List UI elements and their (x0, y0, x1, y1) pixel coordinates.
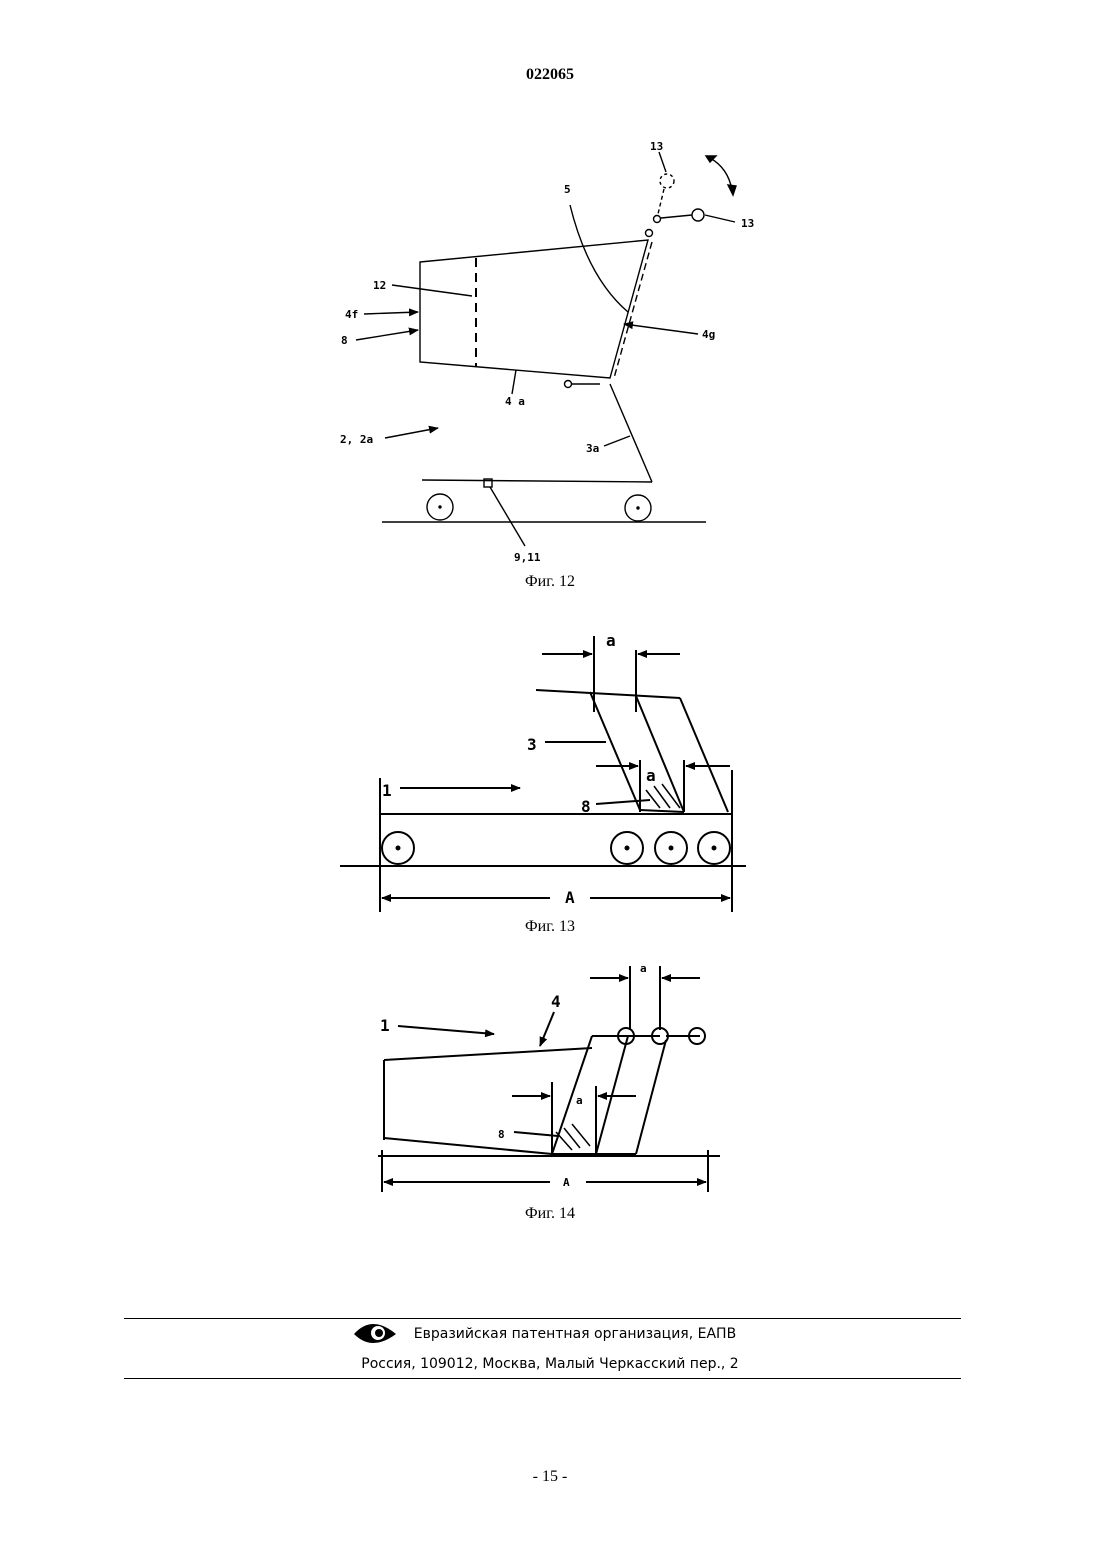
footer-top-rule (124, 1318, 961, 1319)
figure-14-caption: Фиг. 14 (450, 1205, 650, 1223)
fig13-label-a-top: a (606, 631, 616, 650)
footer-org-name: Евразийская патентная организация, ЕАПВ (0, 1326, 1100, 1342)
fig12-label-12: 12 (373, 279, 386, 292)
fig14-label-4: 4 (551, 992, 561, 1011)
fig13-label-8: 8 (581, 797, 591, 816)
figure-12-caption: Фиг. 12 (450, 573, 650, 591)
footer-bottom-rule (124, 1378, 961, 1379)
figure-12-drawing (356, 152, 736, 546)
figure-12-labels: 13 13 5 12 4f 8 4g 4 a 2, 2a 3a 9,11 (340, 140, 754, 564)
fig14-label-A: A (563, 1176, 570, 1189)
fig13-label-a-middle: a (646, 766, 656, 785)
footer-address: Россия, 109012, Москва, Малый Черкасский… (0, 1356, 1100, 1372)
fig12-label-13-right: 13 (741, 217, 754, 230)
fig12-label-13-upper: 13 (650, 140, 663, 153)
page-number: - 15 - (0, 1468, 1100, 1486)
fig14-label-1: 1 (380, 1016, 390, 1035)
figure-14-drawing (378, 966, 720, 1192)
fig12-label-5: 5 (564, 183, 571, 196)
fig14-label-a-top: a (640, 962, 647, 975)
fig13-label-A: A (565, 888, 575, 907)
fig13-label-1: 1 (382, 781, 392, 800)
fig13-label-3: 3 (527, 735, 537, 754)
fig14-label-8: 8 (498, 1128, 505, 1141)
fig12-label-3a: 3a (586, 442, 599, 455)
fig12-label-4f: 4f (345, 308, 358, 321)
figure-13-caption: Фиг. 13 (450, 918, 650, 936)
fig14-label-a-middle: a (576, 1094, 583, 1107)
fig12-label-4a: 4 a (505, 395, 525, 408)
fig12-label-8: 8 (341, 334, 348, 347)
fig12-label-2-2a: 2, 2a (340, 433, 373, 446)
fig12-label-4g: 4g (702, 328, 715, 341)
figure-13-drawing (340, 636, 746, 912)
fig12-label-9-11: 9,11 (514, 551, 541, 564)
